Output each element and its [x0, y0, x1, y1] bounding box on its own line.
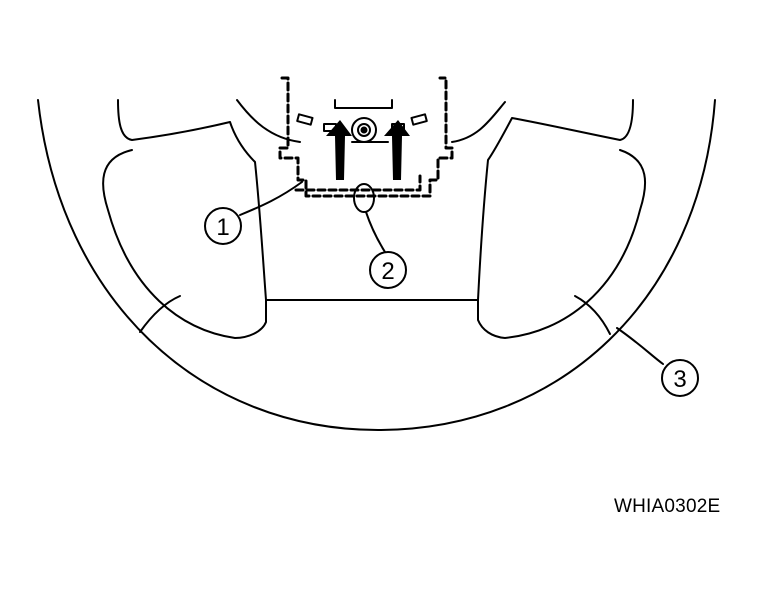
slot-right-outer: [410, 113, 428, 126]
callout-1-leader: [239, 181, 303, 216]
slot-left-outer: [296, 113, 314, 126]
callout-circle-1: [204, 207, 242, 245]
arrow-up-right-icon: [384, 120, 410, 180]
callout-number-2: 2: [381, 258, 394, 285]
airbag-module-dashed-inner: [294, 174, 422, 192]
steering-wheel-rim-outer: [37, 99, 716, 431]
callout-circle-2: [369, 251, 407, 289]
callout-number-1: 1: [216, 214, 229, 241]
callout-3-leader: [616, 327, 664, 365]
hub-top-arc: [236, 99, 506, 143]
steering-wheel-inner-outline: [102, 99, 267, 339]
oval-part: [353, 183, 375, 213]
center-bolt-core: [360, 126, 368, 134]
callout-number-3: 3: [673, 366, 686, 393]
horn-bracket: [334, 99, 393, 109]
center-bolt-inner: [357, 123, 371, 137]
airbag-module-dashed-outline: [278, 76, 454, 198]
grip-seam-left: [139, 295, 181, 333]
callout-2-leader: [365, 211, 386, 253]
grip-seam-right: [574, 295, 611, 335]
figure-code: WHIA0302E: [614, 496, 721, 517]
arrow-up-left-icon: [326, 120, 352, 180]
callout-circle-3: [661, 359, 699, 397]
steering-wheel-inner-outline-right: [477, 99, 647, 339]
